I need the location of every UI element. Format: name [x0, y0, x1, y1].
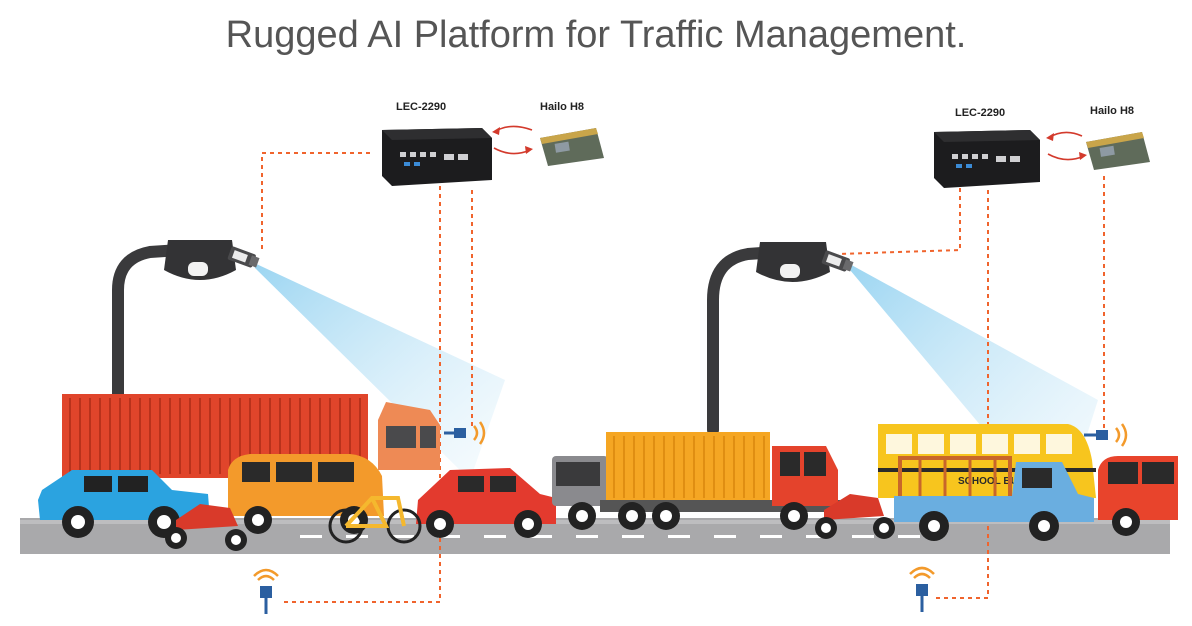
street-lamp-left [112, 240, 236, 401]
connection-lines-right [837, 176, 1105, 599]
camera-icon-right [821, 250, 854, 272]
ground-sensor-icon-left [253, 568, 279, 614]
transfer-arrows-left [492, 125, 533, 155]
bicycle [328, 496, 422, 544]
bus-sign: SCHOOL BUS [958, 476, 1025, 487]
ground-sensor-icon-right [909, 566, 935, 612]
street-lamp-right [707, 242, 830, 436]
lec-2290-device-right [934, 130, 1040, 188]
motorbike-middle [815, 494, 895, 539]
transfer-arrows-right [1046, 131, 1087, 161]
roadside-sensor-icon-right [1084, 423, 1128, 447]
device-label-left: LEC-2290 [396, 101, 446, 113]
camera-beam-left [252, 262, 505, 480]
hailo-h8-card-right [1086, 132, 1150, 170]
accelerator-label-left: Hailo H8 [540, 101, 584, 113]
red-car [416, 468, 556, 538]
roadside-sensor-icon-left [444, 421, 486, 445]
red-van-right [1098, 456, 1178, 536]
connection-lines-left [261, 152, 473, 603]
lec-2290-device-left [382, 128, 492, 186]
device-label-right: LEC-2290 [955, 107, 1005, 119]
pickup-truck [894, 456, 1094, 541]
container-truck [62, 394, 440, 478]
accelerator-label-right: Hailo H8 [1090, 105, 1134, 117]
camera-icon-left [227, 246, 260, 268]
motorbike-left [165, 504, 247, 551]
cargo-truck [552, 432, 840, 530]
page-title: Rugged AI Platform for Traffic Managemen… [225, 14, 967, 56]
hailo-h8-card-left [540, 128, 604, 166]
